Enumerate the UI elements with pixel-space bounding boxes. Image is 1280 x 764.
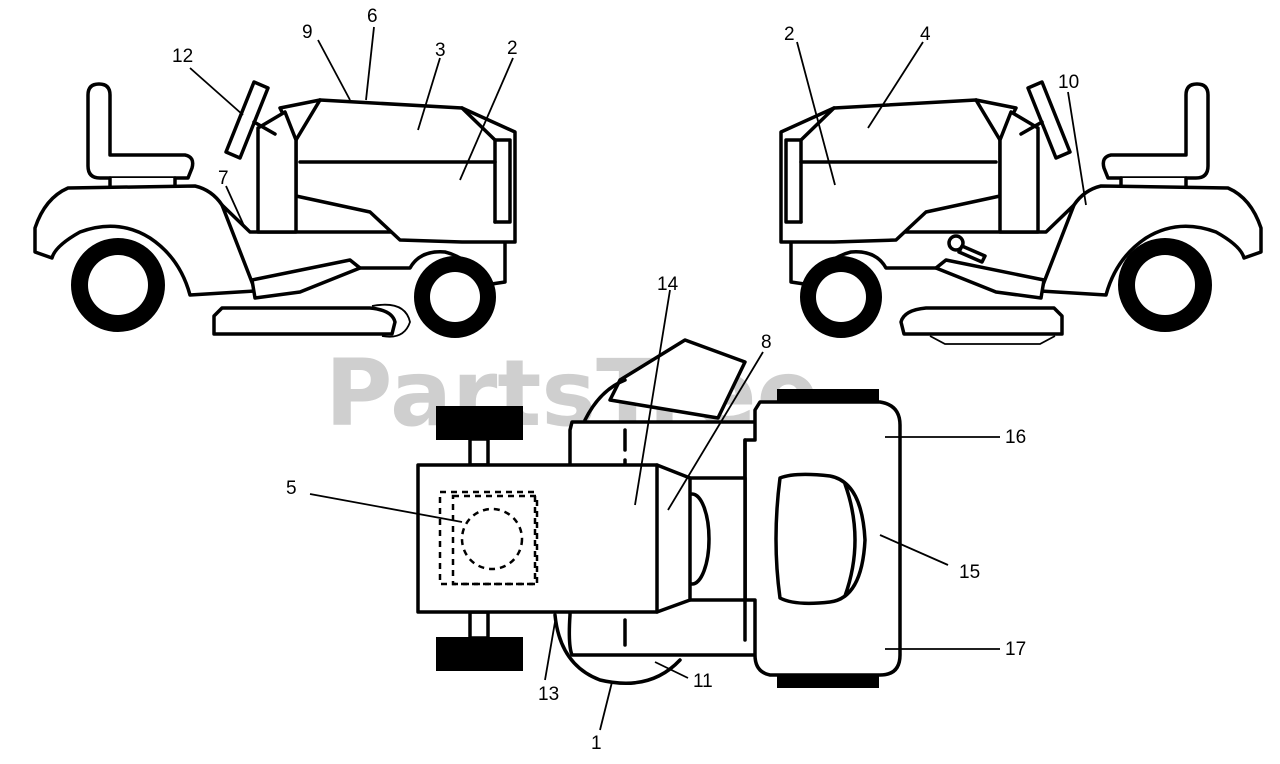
left-footrest: [250, 258, 362, 300]
leader-1: [599, 681, 613, 731]
leader-15: [879, 534, 949, 566]
callout-11: 11: [693, 671, 713, 692]
left-hood-edge: [294, 98, 322, 142]
leader-6: [365, 26, 375, 101]
top-discharge-chute: [608, 338, 747, 420]
callout-8: 8: [761, 332, 772, 353]
leader-14: [634, 289, 671, 506]
right-footrest: [934, 258, 1046, 300]
right-lever: [957, 244, 987, 264]
right-grille: [784, 138, 803, 224]
top-deck-curve-upper: [583, 378, 627, 422]
callout-10: 10: [1058, 72, 1079, 93]
left-steering-column: [252, 120, 277, 136]
callout-13: 13: [538, 684, 559, 705]
left-hood: [278, 98, 517, 244]
right-front-hub: [816, 272, 866, 322]
callout-5: 5: [286, 478, 297, 499]
right-side-view: 2 4 10: [779, 24, 1263, 345]
left-side-view: 12 9 6 3 2 7: [33, 6, 518, 338]
left-mower-deck: [212, 306, 397, 336]
callout-7: 7: [218, 168, 229, 189]
left-dash: [256, 110, 298, 234]
right-deck-guard: [929, 335, 1056, 345]
callout-2a: 2: [507, 38, 518, 59]
callout-15: 15: [959, 562, 980, 583]
leader-7: [225, 185, 246, 229]
top-view: 14 8 16 5 15 17 13 11 1: [286, 274, 1026, 754]
top-deck-curve-lower: [553, 613, 682, 685]
callout-12: 12: [172, 46, 193, 67]
top-rear-right-tire: [436, 637, 523, 671]
right-hood: [779, 98, 1018, 244]
left-seat: [86, 82, 195, 180]
right-hood-front: [799, 106, 836, 224]
callout-3: 3: [435, 40, 446, 61]
left-deck-chute: [371, 303, 411, 338]
callout-17: 17: [1005, 639, 1026, 660]
right-steering-column: [1019, 120, 1044, 136]
left-hood-front: [460, 106, 497, 224]
callout-1: 1: [591, 733, 602, 754]
top-rear-body: [416, 463, 692, 614]
right-steering-wheel: [1026, 80, 1072, 160]
callout-4: 4: [920, 24, 931, 45]
right-lever-knob: [947, 234, 965, 252]
leader-11: [654, 661, 689, 679]
right-seat: [1101, 82, 1210, 180]
right-hood-edge: [974, 98, 1002, 142]
callout-2b: 2: [784, 24, 795, 45]
top-headlight-pod: [774, 472, 867, 606]
left-steering-wheel: [224, 80, 270, 160]
right-dash: [998, 110, 1040, 234]
leader-9: [317, 39, 351, 101]
top-headlight-edge: [843, 482, 857, 598]
right-rear-hub: [1135, 255, 1195, 315]
left-front-hub: [430, 272, 480, 322]
leader-2b: [796, 41, 836, 186]
leader-8: [667, 351, 764, 511]
callout-6: 6: [367, 6, 378, 27]
right-mower-deck: [899, 306, 1064, 336]
leader-13: [544, 621, 556, 681]
leader-10: [1067, 91, 1087, 206]
leader-2a: [459, 57, 514, 181]
leader-5: [309, 493, 463, 523]
leader-4: [867, 41, 924, 129]
callout-16: 16: [1005, 427, 1026, 448]
leader-12: [189, 67, 244, 116]
left-rear-body: [33, 184, 274, 297]
left-rear-hub: [88, 255, 148, 315]
leader-3: [417, 57, 441, 131]
top-seat-cushion-outline: [451, 494, 539, 586]
top-rear-axle-right: [468, 610, 490, 640]
left-grille: [493, 138, 512, 224]
callout-9: 9: [302, 22, 313, 43]
top-rear-axle-left: [468, 437, 490, 467]
right-rear-body: [1022, 184, 1263, 297]
top-rear-left-tire: [436, 406, 523, 440]
callout-14: 14: [657, 274, 679, 295]
top-seat-circle: [460, 507, 524, 571]
